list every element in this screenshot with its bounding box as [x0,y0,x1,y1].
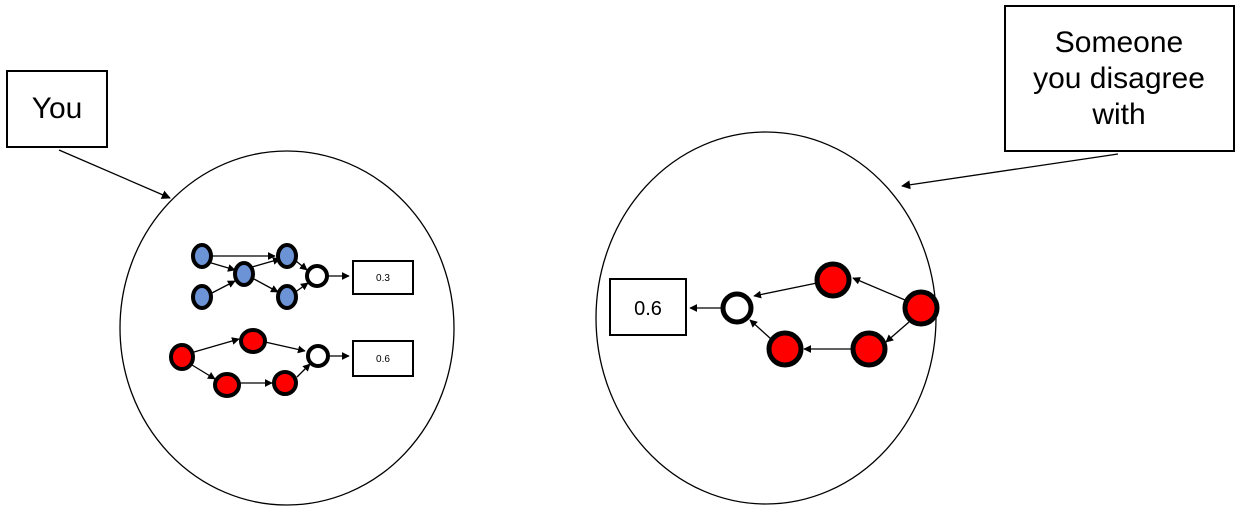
red-network-other-edges [689,277,910,353]
red-node [766,330,804,368]
blue-node [276,243,298,269]
red-network-you-nodes [169,328,330,398]
you-label: You [32,92,83,125]
red-node [902,289,940,327]
red-network-you-edges [191,337,350,387]
red-output-box-you: 0.6 [352,340,414,377]
red-network-other-nodes [720,261,940,368]
red-node [213,372,241,398]
red-output-node-you [306,344,330,368]
blue-network-nodes [191,243,329,310]
other-label-line3: with [1091,98,1145,131]
you-label-box: You [6,70,108,148]
red-node [814,261,852,299]
red-output-box-other: 0.6 [609,278,687,336]
you-pointer-arrow [58,149,171,199]
red-node [169,343,195,371]
blue-output-box: 0.3 [352,260,414,295]
red-output-node-other [720,291,754,325]
blue-node [191,243,213,269]
you-mind-circle [119,150,455,506]
blue-node [233,261,255,287]
red-node [850,330,888,368]
red-node [272,370,298,396]
other-label-box: Someone you disagree with [1004,5,1235,152]
blue-output-node [305,264,329,288]
blue-network-edges [207,252,350,295]
red-node [239,328,267,354]
blue-output-value: 0.3 [376,273,390,284]
blue-node [191,284,213,310]
other-pointer-arrow [901,153,1119,190]
other-label-line1: Someone [1055,26,1183,59]
other-label-line2: you disagree [1033,62,1205,95]
red-output-value-other: 0.6 [634,298,662,320]
blue-node [276,284,298,310]
red-output-value-you: 0.6 [376,354,390,365]
